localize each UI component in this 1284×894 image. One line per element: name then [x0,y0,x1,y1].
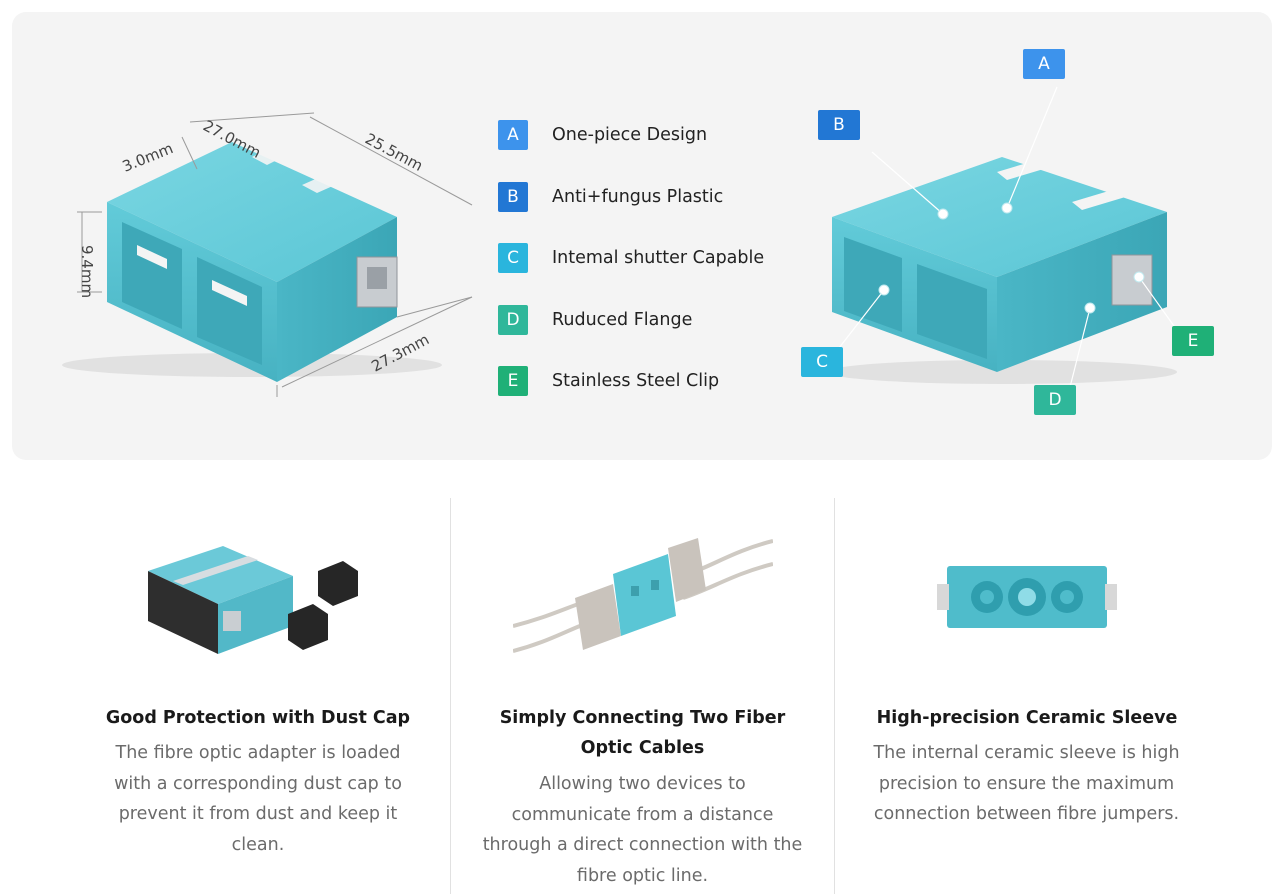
callout-dots [878,202,1145,314]
adapter-top [107,142,397,282]
dimension-drawing: 9.4mm 3.0mm 27.0mm 25.5mm 27.3mm [62,112,473,397]
steel-clip-tab [367,267,387,289]
adapter-top [832,157,1167,277]
legend-label-e: Stainless Steel Clip [552,371,720,391]
adapter-ceramic-sleeve-front-image [937,566,1117,628]
adapter-with-dust-caps-image [148,546,358,654]
legend-label-a: One-piece Design [552,125,708,145]
top-slot [997,157,1057,180]
callout-d: D [1034,385,1076,415]
legend-item-d: D Ruduced Flange [498,304,798,335]
legend-item-a: A One-piece Design [498,120,798,150]
shadow [827,360,1177,384]
port-opening [917,264,987,359]
top-slot [302,165,362,193]
port-opening [844,237,902,332]
top-slot [1072,187,1132,210]
card-description: Allowing two devices to communicate from… [482,774,803,886]
adapter-connecting-two-cables-image [513,538,773,653]
card-title: Good Protection with Dust Cap [105,708,411,728]
callout-a: A [1023,49,1065,79]
legend-badge-e: E [498,366,528,396]
legend-label-d: Ruduced Flange [552,309,693,330]
card-title: High-precision Ceramic Sleeve [876,708,1178,728]
card-title: Simply Connecting Two Fiber Optic Cables [499,708,786,758]
port-slot [212,280,247,306]
top-slot [252,137,307,165]
feature-cards: Good Protection with Dust Cap The fibre … [66,498,1218,894]
feature-legend: A One-piece Design B Anti+fungus Plastic… [498,120,798,428]
steel-clip [1111,254,1153,306]
card-description: The fibre optic adapter is loaded with a… [114,743,402,855]
feature-card: Simply Connecting Two Fiber Optic Cables… [450,498,834,894]
feature-panel: 9.4mm 3.0mm 27.0mm 25.5mm 27.3mm A One-p… [12,12,1272,460]
legend-label-b: Anti+fungus Plastic [552,186,724,207]
card-description: The internal ceramic sleeve is high prec… [873,743,1180,824]
legend-item-b: B Anti+fungus Plastic [498,181,798,212]
legend-item-e: E Stainless Steel Clip [498,366,798,396]
callout-b: B [818,110,860,140]
dimension-lines [77,112,473,397]
feature-card: High-precision Ceramic Sleeve The intern… [834,498,1218,894]
adapter-side [997,212,1167,372]
port-slot [137,245,167,269]
callout-e: E [1172,326,1214,356]
legend-label-c: Intemal shutter Capable [552,248,765,268]
annotated-drawing [827,86,1185,400]
callout-c: C [801,347,843,377]
dim-top-depth: 25.5mm [362,130,426,175]
legend-badge-d: D [498,304,528,335]
feature-card: Good Protection with Dust Cap The fibre … [66,498,450,894]
legend-badge-b: B [498,181,528,212]
dim-height: 9.4mm [78,245,96,298]
legend-item-c: C Intemal shutter Capable [498,243,798,273]
legend-badge-a: A [498,120,528,150]
legend-badge-c: C [498,243,528,273]
dim-flange: 3.0mm [120,139,176,176]
